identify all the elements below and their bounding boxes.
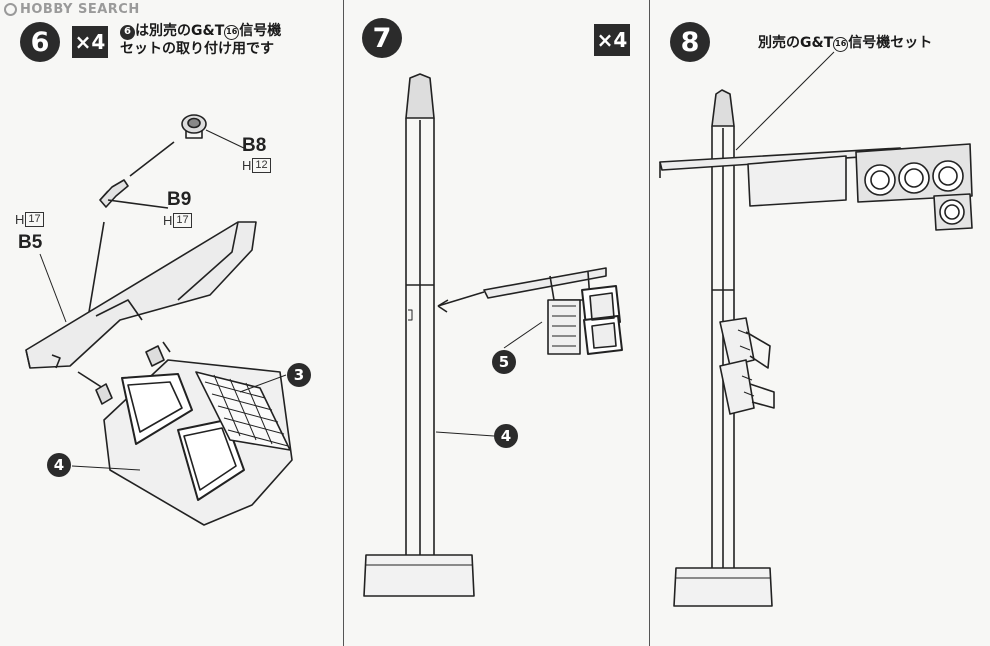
part-code-b9: B9 [167, 189, 192, 210]
callout-5: 5 [492, 350, 516, 374]
part-code-b5: B5 [18, 232, 43, 253]
panel-divider-1 [343, 0, 344, 646]
watermark-text: HOBBY SEARCH [20, 2, 140, 17]
callout-4: 4 [47, 453, 71, 477]
part-sub-number: 12 [252, 158, 271, 173]
quantity-box: ×4 [72, 26, 108, 58]
note-pre: 別売のG&T [758, 35, 834, 51]
step-number: 7 [362, 18, 402, 58]
callout-3: 3 [287, 363, 311, 387]
part-sub-number: 17 [173, 213, 192, 228]
note-line2: セットの取り付け用です [120, 41, 274, 57]
watermark-logo-icon [4, 3, 17, 16]
part-sub-prefix: H [242, 158, 252, 173]
quantity-box: ×4 [594, 24, 630, 56]
panel-divider-2 [649, 0, 650, 646]
note-line1: は別売のG&T [135, 23, 225, 39]
part-sub-prefix: H [15, 212, 25, 227]
callout-4: 4 [494, 424, 518, 448]
note-badge-16: 16 [833, 36, 849, 52]
watermark: HOBBY SEARCH [4, 2, 140, 17]
step-6-drawing [25, 114, 293, 526]
step-7-drawing [363, 73, 623, 597]
part-sub-prefix: H [163, 213, 173, 228]
step-8-drawing [659, 51, 973, 607]
part-code-b8: B8 [242, 135, 267, 156]
part-sub-number: 17 [25, 212, 44, 227]
note-badge-16: 16 [224, 24, 240, 40]
step-7-panel: 7 ×4 5 4 [344, 0, 649, 646]
step-number: 8 [670, 22, 710, 62]
step-number: 6 [20, 22, 60, 62]
note-post: 信号機セット [848, 35, 933, 51]
note-badge: 6 [120, 24, 135, 40]
note-line1-end: 信号機 [239, 23, 282, 39]
